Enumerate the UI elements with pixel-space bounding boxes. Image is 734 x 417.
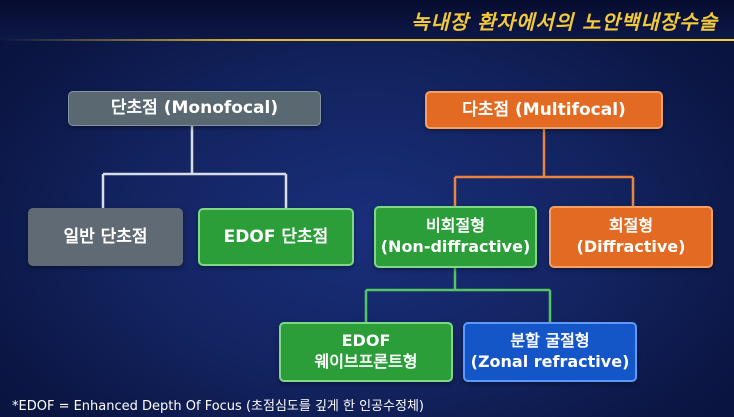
connector-multifocal xyxy=(453,129,635,206)
node-non-diffractive: 비회절형 (Non-diffractive) xyxy=(374,206,537,268)
node-monofocal: 단초점 (Monofocal) xyxy=(68,91,321,126)
node-multifocal: 다초점 (Multifocal) xyxy=(425,91,663,129)
node-edof-monofocal-label: EDOF 단초점 xyxy=(223,226,329,247)
node-general-monofocal: 일반 단초점 xyxy=(28,208,183,266)
node-edof-wavefront-line1: EDOF xyxy=(341,331,391,351)
node-zonal-refractive-line2: (Zonal refractive) xyxy=(470,352,630,371)
node-zonal-refractive: 분할 굴절형 (Zonal refractive) xyxy=(463,322,637,382)
node-diffractive-line2: (Diffractive) xyxy=(576,237,686,256)
node-diffractive: 회절형 (Diffractive) xyxy=(549,206,713,268)
node-edof-wavefront-line2: 웨이브프론트형 xyxy=(314,352,418,371)
node-non-diffractive-line2: (Non-diffractive) xyxy=(380,237,531,256)
header-bar xyxy=(0,0,734,40)
connector-monofocal xyxy=(101,126,288,208)
node-general-monofocal-label: 일반 단초점 xyxy=(63,226,148,247)
node-non-diffractive-line1: 비회절형 xyxy=(426,216,485,236)
connector-nondiffractive xyxy=(364,268,552,322)
node-edof-wavefront: EDOF 웨이브프론트형 xyxy=(279,322,453,382)
footnote: *EDOF = Enhanced Depth Of Focus (초점심도를 깊… xyxy=(12,399,424,414)
header-underline xyxy=(0,39,734,41)
node-multifocal-label: 다초점 (Multifocal) xyxy=(462,99,626,120)
node-edof-monofocal: EDOF 단초점 xyxy=(198,208,354,266)
node-diffractive-line1: 회절형 xyxy=(608,216,654,236)
node-monofocal-label: 단초점 (Monofocal) xyxy=(110,98,279,119)
node-zonal-refractive-line1: 분할 굴절형 xyxy=(510,331,590,351)
slide-title: 녹내장 환자에서의 노안백내장수술 xyxy=(411,10,718,34)
